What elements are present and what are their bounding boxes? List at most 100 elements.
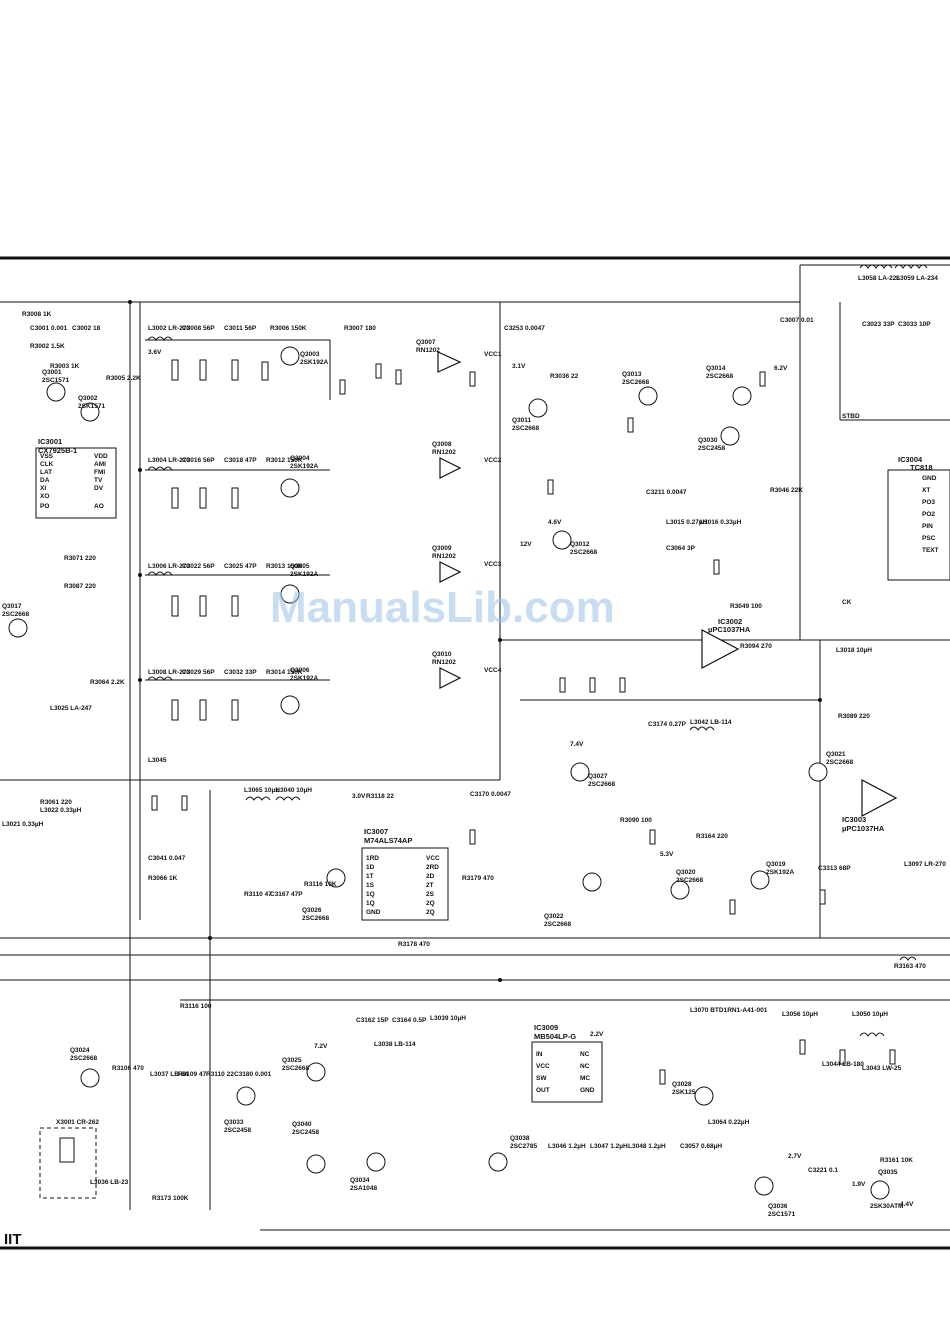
- svg-text:2SC2668: 2SC2668: [302, 915, 329, 922]
- svg-text:Q3017: Q3017: [2, 603, 22, 610]
- junction-dots: [128, 300, 822, 982]
- ic3001-body: [35, 447, 117, 519]
- svg-text:Q3010: Q3010: [432, 651, 452, 658]
- ic3004-pins: GND XT PO3 PO2 PIN PSC TEXT: [922, 475, 939, 554]
- svg-text:1D: 1D: [366, 864, 375, 871]
- svg-text:L3045: L3045: [148, 757, 167, 764]
- svg-text:FMI: FMI: [94, 469, 105, 476]
- svg-text:TEXT: TEXT: [922, 547, 939, 554]
- svg-text:2SK192A: 2SK192A: [300, 359, 328, 366]
- ic3004-part: TC818: [910, 463, 933, 472]
- svg-text:2SC2785: 2SC2785: [510, 1143, 537, 1150]
- supply-rails: [0, 301, 950, 1231]
- svg-text:12V: 12V: [520, 541, 532, 548]
- svg-text:VCC2: VCC2: [484, 457, 502, 464]
- transistor-labels: Q3001 2SC1571 Q3002 2SK1571 Q3003 2SK192…: [2, 339, 903, 1218]
- ic3004-ref: IC3004: [898, 455, 923, 464]
- svg-text:2Q: 2Q: [426, 900, 435, 907]
- svg-text:AMI: AMI: [94, 461, 106, 468]
- svg-text:2SK192A: 2SK192A: [766, 869, 794, 876]
- svg-text:Q3014: Q3014: [706, 365, 726, 372]
- svg-text:SW: SW: [536, 1075, 547, 1082]
- svg-text:L3059 LA-234: L3059 LA-234: [896, 275, 938, 282]
- svg-text:L3047 1.2µH: L3047 1.2µH: [590, 1143, 628, 1150]
- svg-text:L3037 LB-84: L3037 LB-84: [150, 1071, 189, 1078]
- svg-text:R3036 22: R3036 22: [550, 373, 579, 380]
- svg-text:VCC: VCC: [536, 1063, 550, 1070]
- svg-text:PIN: PIN: [922, 523, 933, 530]
- svg-text:2SC2668: 2SC2668: [826, 759, 853, 766]
- svg-text:1Q: 1Q: [366, 900, 375, 907]
- svg-text:2SC1571: 2SC1571: [42, 377, 69, 384]
- ic3009-body: [531, 1041, 603, 1103]
- buffer-q3008: [439, 457, 462, 479]
- ic3009-pins: IN VCC SW OUT NC NC MC GND: [536, 1051, 595, 1094]
- svg-text:L3036 LB-23: L3036 LB-23: [90, 1179, 129, 1186]
- svg-text:STBD: STBD: [842, 413, 860, 420]
- svg-text:R3110 47: R3110 47: [244, 891, 272, 898]
- svg-text:2SC1571: 2SC1571: [768, 1211, 795, 1218]
- svg-text:LAT: LAT: [40, 469, 52, 476]
- svg-text:R3110 22: R3110 22: [206, 1071, 234, 1078]
- svg-text:Q3030: Q3030: [698, 437, 718, 444]
- svg-text:PO: PO: [40, 503, 49, 510]
- svg-text:L3065 10µH: L3065 10µH: [244, 787, 280, 794]
- signal-labels: STBD CK VCC1 VCC2 VCC3 VCC4: [484, 351, 860, 674]
- svg-text:Q3011: Q3011: [512, 417, 532, 424]
- svg-text:RN1202: RN1202: [416, 347, 440, 354]
- svg-text:Q3028: Q3028: [672, 1081, 692, 1088]
- svg-text:2SK30ATM: 2SK30ATM: [870, 1203, 903, 1210]
- svg-text:C3018 47P: C3018 47P: [224, 457, 257, 464]
- svg-text:R3094 270: R3094 270: [740, 643, 772, 650]
- svg-text:R3178 470: R3178 470: [398, 941, 430, 948]
- ic3001-part: CX7925B-1: [38, 446, 77, 455]
- svg-text:1T: 1T: [366, 873, 374, 880]
- svg-text:R3173 100K: R3173 100K: [152, 1195, 189, 1202]
- svg-text:1Q: 1Q: [366, 891, 375, 898]
- svg-text:NC: NC: [580, 1063, 590, 1070]
- svg-text:C3033 10P: C3033 10P: [898, 321, 931, 328]
- svg-text:R3116 100: R3116 100: [180, 1003, 212, 1010]
- svg-text:2SK1571: 2SK1571: [78, 403, 105, 410]
- svg-text:C3221 0.1: C3221 0.1: [808, 1167, 838, 1174]
- svg-text:C3022 56P: C3022 56P: [182, 563, 215, 570]
- svg-text:C3029 56P: C3029 56P: [182, 669, 215, 676]
- svg-text:4.6V: 4.6V: [548, 519, 562, 526]
- svg-text:2.2V: 2.2V: [590, 1031, 604, 1038]
- svg-text:L3070 BTD1RN1-A41-001: L3070 BTD1RN1-A41-001: [690, 1007, 768, 1014]
- svg-text:VCC: VCC: [426, 855, 440, 862]
- svg-text:3.6V: 3.6V: [148, 349, 162, 356]
- svg-text:6.2V: 6.2V: [774, 365, 788, 372]
- svg-text:2SC2668: 2SC2668: [282, 1065, 309, 1072]
- svg-text:Q3021: Q3021: [826, 751, 846, 758]
- svg-text:RN1202: RN1202: [432, 553, 456, 560]
- svg-text:Q3008: Q3008: [432, 441, 452, 448]
- svg-text:R3006 150K: R3006 150K: [270, 325, 307, 332]
- svg-text:C3032 33P: C3032 33P: [224, 669, 257, 676]
- svg-text:L3038 LB-114: L3038 LB-114: [374, 1041, 416, 1048]
- svg-text:4.4V: 4.4V: [900, 1201, 914, 1208]
- svg-text:L3025 LA-247: L3025 LA-247: [50, 705, 92, 712]
- svg-text:3.1V: 3.1V: [512, 363, 526, 370]
- svg-text:7.4V: 7.4V: [570, 741, 584, 748]
- svg-text:2SC2458: 2SC2458: [292, 1129, 319, 1136]
- svg-text:XI: XI: [40, 485, 46, 492]
- svg-text:L3097 LR-270: L3097 LR-270: [904, 861, 946, 868]
- svg-text:VDD: VDD: [94, 453, 108, 460]
- svg-text:L3056 10µH: L3056 10µH: [782, 1011, 818, 1018]
- svg-text:L3044 LB-180: L3044 LB-180: [822, 1061, 864, 1068]
- svg-text:C3023 33P: C3023 33P: [862, 321, 895, 328]
- rf-band-1: [145, 336, 331, 400]
- svg-text:VCC3: VCC3: [484, 561, 502, 568]
- svg-text:R3164 220: R3164 220: [696, 833, 728, 840]
- svg-text:2SK192A: 2SK192A: [290, 463, 318, 470]
- svg-text:OUT: OUT: [536, 1087, 550, 1094]
- svg-text:2SC2668: 2SC2668: [622, 379, 649, 386]
- svg-text:MC: MC: [580, 1075, 590, 1082]
- svg-text:Q3033: Q3033: [224, 1119, 244, 1126]
- transistor-symbols: [8, 382, 890, 1200]
- svg-text:L3050 10µH: L3050 10µH: [852, 1011, 888, 1018]
- svg-text:Q3007: Q3007: [416, 339, 436, 346]
- svg-text:R3005 2.2K: R3005 2.2K: [106, 375, 141, 382]
- ic3009-part: MB504LP-G: [534, 1032, 576, 1041]
